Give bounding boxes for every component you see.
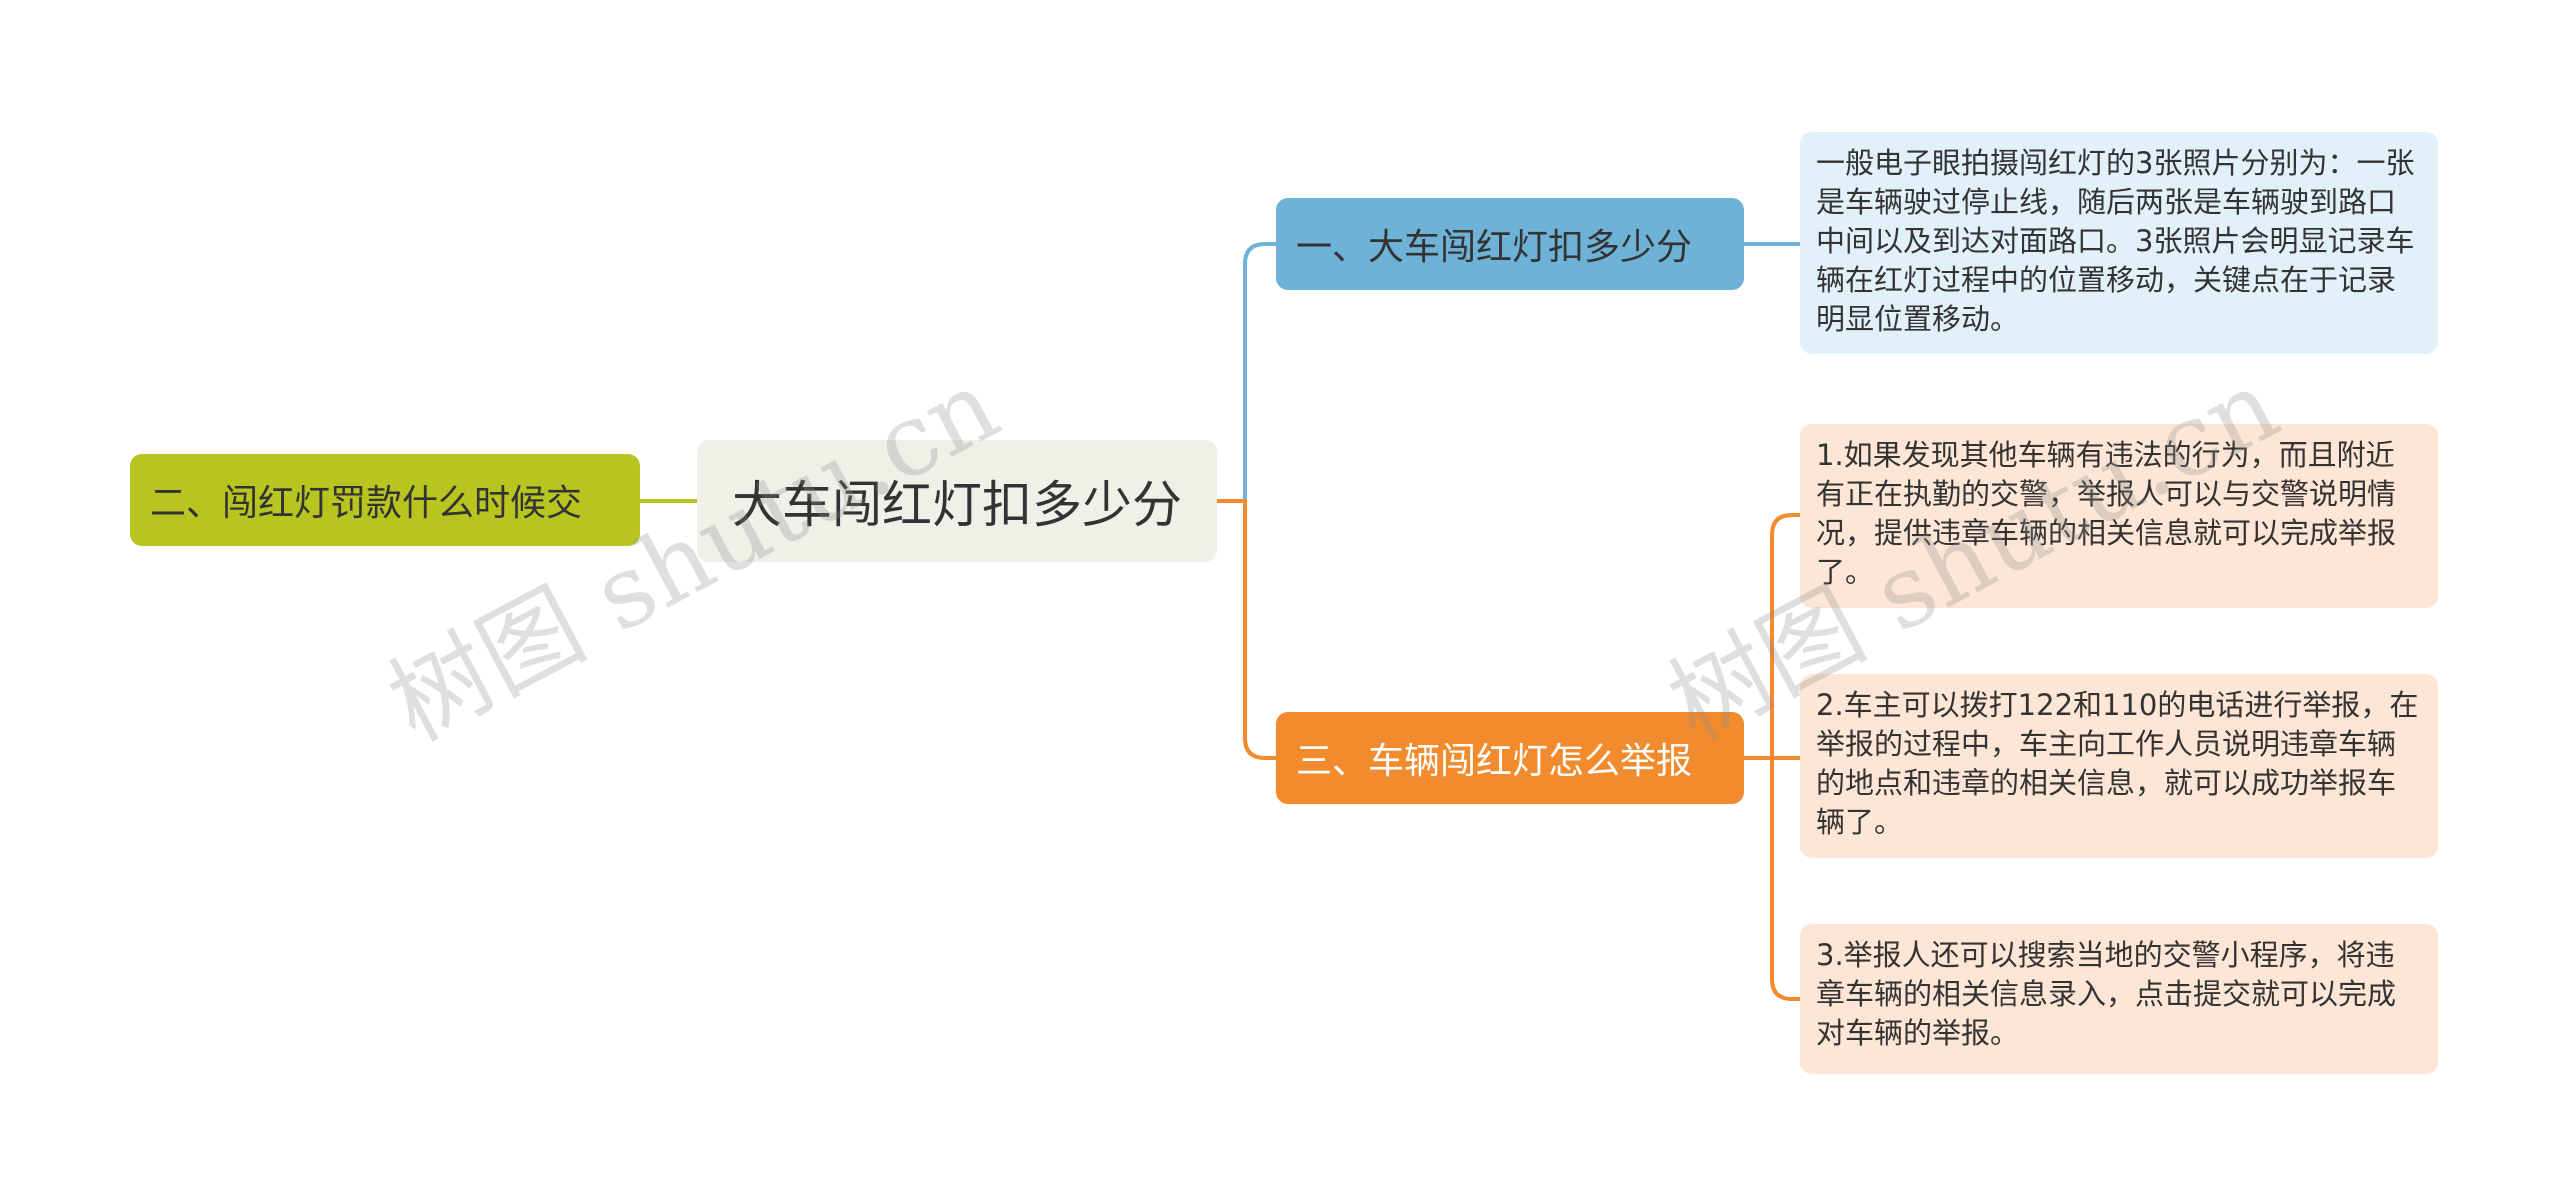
link-root-top — [1217, 242, 1276, 503]
leaf-text: 3.举报人还可以搜索当地的交警小程序，将违章车辆的相关信息录入，点击提交就可以完… — [1816, 938, 2397, 1050]
leaf-photo-explanation[interactable]: 一般电子眼拍摄闯红灯的3张照片分别为：一张是车辆驶过停止线，随后两张是车辆驶到路… — [1800, 132, 2438, 354]
branch-label: 一、大车闯红灯扣多少分 — [1296, 227, 1693, 268]
branch-label: 三、车辆闯红灯怎么举报 — [1296, 741, 1693, 782]
link-bottom-leaf-3 — [1770, 758, 1800, 1001]
root-topic-label: 大车闯红灯扣多少分 — [732, 476, 1182, 534]
leaf-text: 1.如果发现其他车辆有违法的行为，而且附近有正在执勤的交警，举报人可以与交警说明… — [1816, 438, 2397, 589]
branch-penalty-payment[interactable]: 二、闯红灯罚款什么时候交 — [130, 454, 640, 546]
branch-how-to-report[interactable]: 三、车辆闯红灯怎么举报 — [1276, 712, 1744, 804]
leaf-report-method-3[interactable]: 3.举报人还可以搜索当地的交警小程序，将违章车辆的相关信息录入，点击提交就可以完… — [1800, 924, 2438, 1074]
leaf-report-method-2[interactable]: 2.车主可以拨打122和110的电话进行举报，在举报的过程中，车主向工作人员说明… — [1800, 674, 2438, 858]
branch-points-deducted[interactable]: 一、大车闯红灯扣多少分 — [1276, 198, 1744, 290]
leaf-report-method-1[interactable]: 1.如果发现其他车辆有违法的行为，而且附近有正在执勤的交警，举报人可以与交警说明… — [1800, 424, 2438, 608]
link-root-bottom — [1217, 499, 1276, 760]
leaf-text: 2.车主可以拨打122和110的电话进行举报，在举报的过程中，车主向工作人员说明… — [1816, 688, 2419, 839]
link-bottom-leaf-1 — [1770, 513, 1800, 758]
leaf-text: 一般电子眼拍摄闯红灯的3张照片分别为：一张是车辆驶过停止线，随后两张是车辆驶到路… — [1816, 146, 2415, 336]
branch-label: 二、闯红灯罚款什么时候交 — [150, 483, 583, 524]
root-topic[interactable]: 大车闯红灯扣多少分 — [697, 440, 1217, 562]
